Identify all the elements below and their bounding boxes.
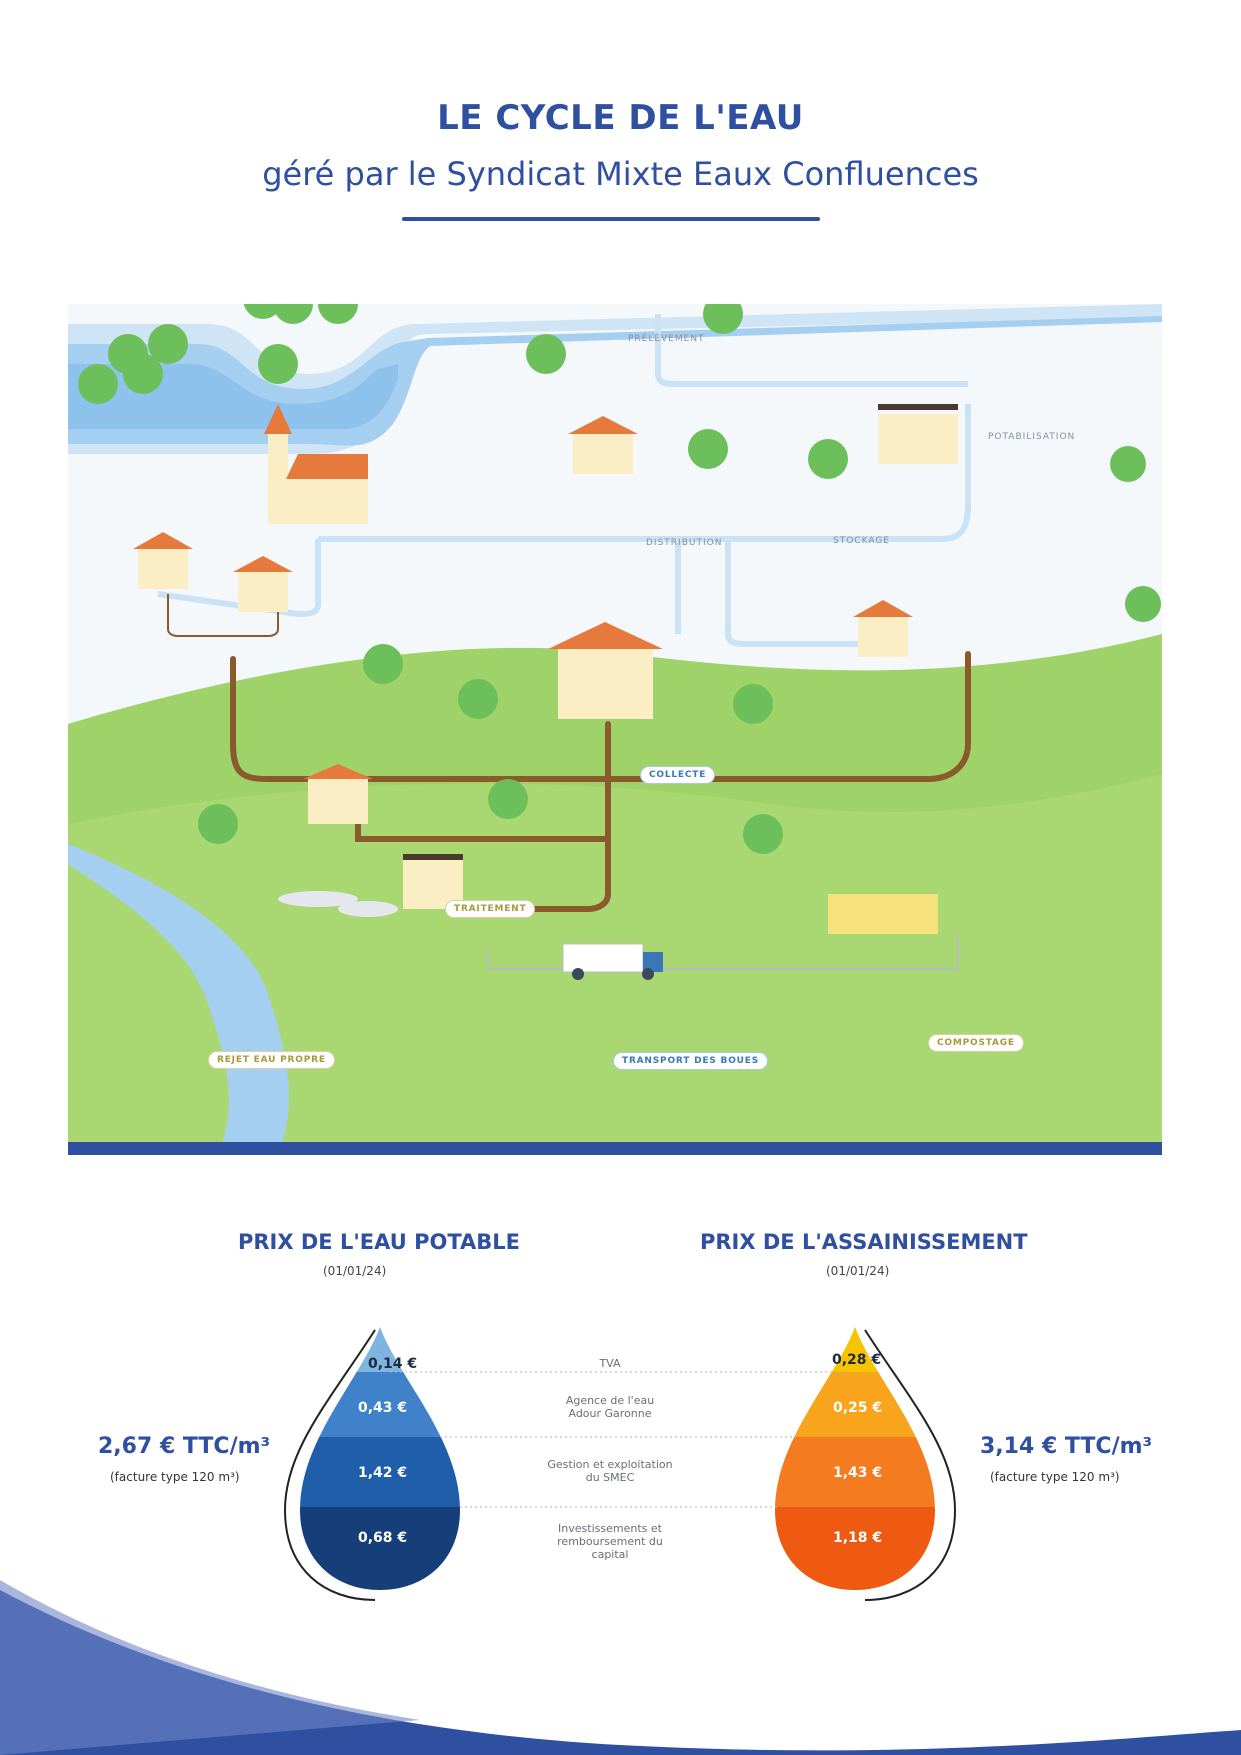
water-total-note: (facture type 120 m³) bbox=[110, 1470, 240, 1484]
water-price-date: (01/01/24) bbox=[323, 1264, 387, 1278]
water-cycle-illustration: PRÉLÈVEMENT POTABILISATION STOCKAGE DIST… bbox=[68, 304, 1162, 1155]
sanitation-total-note: (facture type 120 m³) bbox=[990, 1470, 1120, 1484]
sanitation-value-agence: 0,25 € bbox=[833, 1400, 883, 1416]
water-total: 2,67 € TTC/m³ bbox=[98, 1434, 271, 1459]
sanitation-price-heading: PRIX DE L'ASSAINISSEMENT bbox=[700, 1230, 1028, 1254]
water-cycle-map bbox=[68, 304, 1162, 1155]
sanitation-value-tva: 0,28 € bbox=[832, 1352, 882, 1368]
legend-invest: Investissements et remboursement du capi… bbox=[557, 1522, 663, 1561]
page-subtitle: géré par le Syndicat Mixte Eaux Confluen… bbox=[262, 155, 979, 193]
label-stockage: STOCKAGE bbox=[833, 536, 890, 546]
sanitation-total: 3,14 € TTC/m³ bbox=[980, 1434, 1153, 1459]
sanitation-price-date: (01/01/24) bbox=[826, 1264, 890, 1278]
page-title: LE CYCLE DE L'EAU bbox=[437, 98, 804, 138]
legend-gestion: Gestion et exploitation du SMEC bbox=[547, 1458, 673, 1484]
water-value-gestion: 1,42 € bbox=[358, 1465, 408, 1481]
water-value-invest: 0,68 € bbox=[358, 1530, 408, 1546]
label-distribution: DISTRIBUTION bbox=[646, 538, 723, 548]
legend-tva: TVA bbox=[599, 1357, 621, 1370]
title-divider bbox=[402, 217, 820, 221]
water-value-tva: 0,14 € bbox=[368, 1356, 418, 1372]
label-prelevement: PRÉLÈVEMENT bbox=[628, 334, 705, 344]
label-collecte: COLLECTE bbox=[640, 766, 716, 784]
label-rejet: REJET EAU PROPRE bbox=[208, 1051, 335, 1069]
sanitation-value-gestion: 1,43 € bbox=[833, 1465, 883, 1481]
water-price-heading: PRIX DE L'EAU POTABLE bbox=[238, 1230, 521, 1254]
sanitation-value-invest: 1,18 € bbox=[833, 1530, 883, 1546]
water-value-agence: 0,43 € bbox=[358, 1400, 408, 1416]
label-transport: TRANSPORT DES BOUES bbox=[613, 1052, 768, 1070]
tree-icon bbox=[78, 304, 1161, 854]
bottom-wave bbox=[0, 1580, 1241, 1755]
label-compostage: COMPOSTAGE bbox=[928, 1034, 1024, 1052]
label-potabilisation: POTABILISATION bbox=[988, 432, 1076, 442]
legend-agence: Agence de l'eau Adour Garonne bbox=[565, 1394, 655, 1420]
label-traitement: TRAITEMENT bbox=[445, 900, 536, 918]
